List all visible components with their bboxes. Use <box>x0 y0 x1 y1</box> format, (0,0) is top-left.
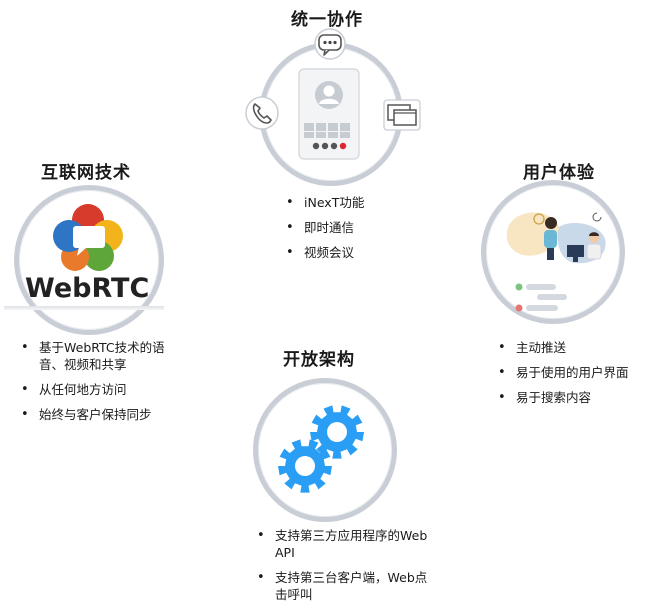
webrtc-logo-icon <box>53 204 123 271</box>
chat-list-icon <box>515 283 567 312</box>
windows-icon <box>383 99 421 131</box>
gear-hole <box>295 456 315 476</box>
chat-bubble-icon <box>314 28 346 60</box>
list-item: 基于WebRTC技术的语音、视频和共享 <box>17 339 177 373</box>
ux-bullets: 主动推送 易于使用的用户界面 易于搜索内容 <box>494 339 629 414</box>
list-item: 易于使用的用户界面 <box>494 364 629 381</box>
open-title: 开放架构 <box>283 350 355 370</box>
list-item: 易于搜索内容 <box>494 389 629 406</box>
list-item: 主动推送 <box>494 339 629 356</box>
internet-bullets: 基于WebRTC技术的语音、视频和共享 从任何地方访问 始终与客户保持同步 <box>17 339 177 431</box>
phone-icon <box>245 96 279 130</box>
contact-phone-icon <box>298 68 360 160</box>
webrtc-underline <box>4 306 164 310</box>
list-item: iNexT功能 <box>282 194 364 211</box>
list-item: 视频会议 <box>282 244 364 261</box>
gears-icon <box>278 405 364 493</box>
list-item: 始终与客户保持同步 <box>17 406 177 423</box>
webrtc-logo-text: WebRTC <box>25 273 150 304</box>
ux-title: 用户体验 <box>523 163 595 183</box>
list-item: 支持第三台客户端，Web点击呼叫 <box>253 569 433 603</box>
open-bullets: 支持第三方应用程序的Web API 支持第三台客户端，Web点击呼叫 <box>253 527 433 611</box>
list-item: 即时通信 <box>282 219 364 236</box>
users-illustration-icon <box>506 212 606 264</box>
list-item: 从任何地方访问 <box>17 381 177 398</box>
gear-hole <box>327 422 347 442</box>
collab-title: 统一协作 <box>291 10 363 30</box>
list-item: 支持第三方应用程序的Web API <box>253 527 433 561</box>
internet-title: 互联网技术 <box>41 163 131 183</box>
collab-bullets: iNexT功能 即时通信 视频会议 <box>282 194 364 269</box>
